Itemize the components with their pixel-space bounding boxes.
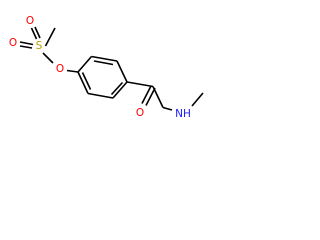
bond-c-ch2: [152, 86, 164, 108]
bond-ring-6: [77, 71, 89, 94]
bond-c-o-a: [141, 85, 152, 104]
atom-s-label: S: [36, 40, 43, 52]
bond-n-methyl: [191, 92, 204, 107]
bond-ring-5: [87, 92, 114, 99]
bond-c-o-b: [145, 87, 156, 106]
bond-s-o-left-b: [19, 45, 33, 49]
atom-o-sulfonyl-top-label: O: [26, 15, 34, 27]
bond-s-methyl: [44, 27, 56, 47]
bond-ring-2: [91, 55, 118, 62]
atom-o-ester-label: O: [56, 63, 64, 75]
bond-ring-inner-1: [93, 60, 114, 66]
bond-o-aryl: [66, 69, 79, 73]
atom-o-sulfonyl-left-label: O: [9, 37, 17, 49]
structure-canvas: S O O O O NH: [0, 0, 223, 160]
atom-nh-label: NH: [175, 108, 191, 120]
bond-s-o-left-a: [19, 41, 34, 46]
bond-s-o-top-b: [34, 26, 41, 39]
bond-s-o-top-a: [30, 27, 38, 40]
bond-ring-inner-2: [110, 81, 124, 96]
bond-ch2-n: [162, 106, 173, 111]
bond-s-o-ester: [42, 52, 54, 64]
atom-o-carbonyl-label: O: [136, 107, 144, 119]
molecule-diagram: S O O O O NH: [9, 15, 204, 120]
bond-ring-3: [116, 60, 128, 83]
bond-ring-inner-3: [81, 72, 92, 90]
bond-ring-4: [112, 81, 128, 99]
bond-aryl-carbonyl: [126, 81, 154, 88]
bond-ring-1: [77, 55, 93, 73]
